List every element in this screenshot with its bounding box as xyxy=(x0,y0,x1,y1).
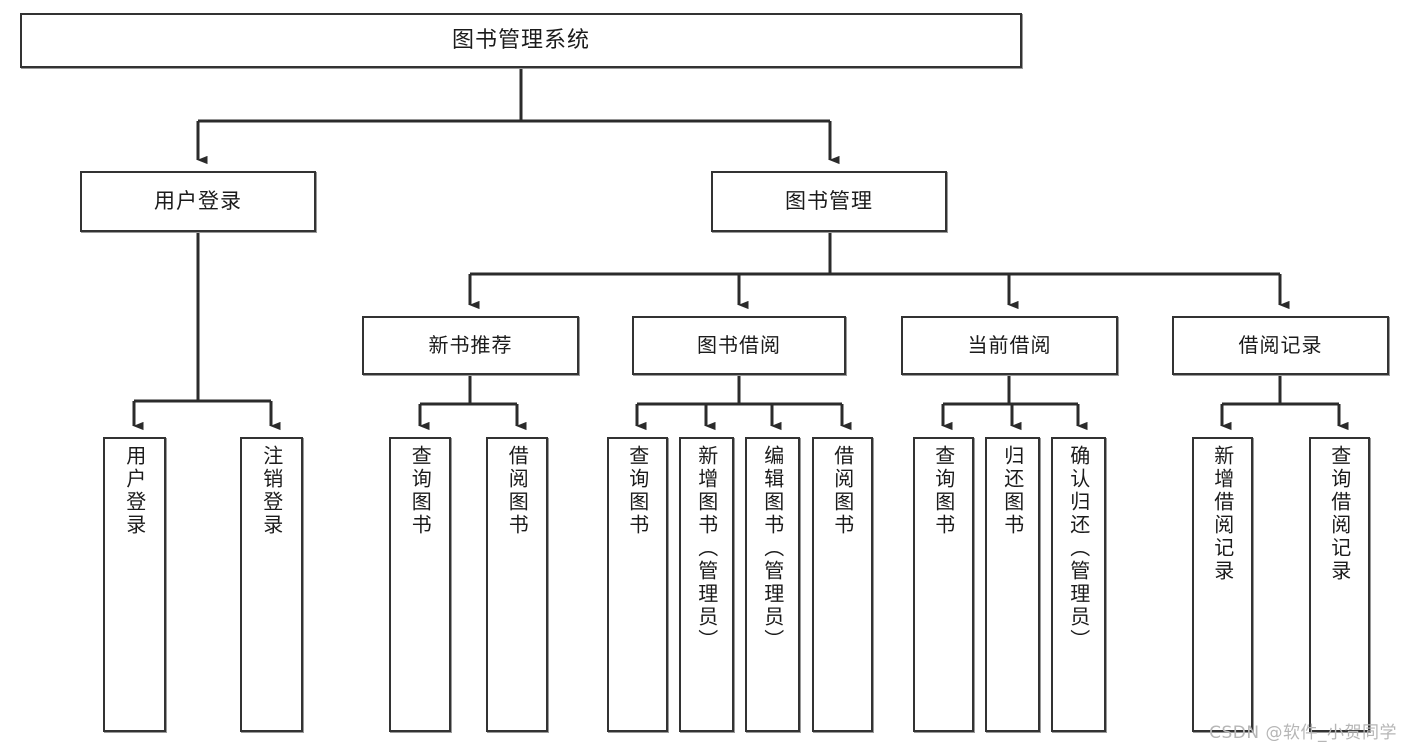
node-label: 用户登录 xyxy=(122,445,147,537)
node-book-borrow[interactable]: 图书借阅 xyxy=(632,316,846,375)
node-user-login[interactable]: 用户登录 xyxy=(80,171,316,232)
node-label: 图书管理系统 xyxy=(451,27,590,53)
node-leaf-return-book[interactable]: 归还图书 xyxy=(985,437,1040,732)
node-label: 当前借阅 xyxy=(967,333,1052,357)
node-leaf-query-book-3[interactable]: 查询图书 xyxy=(913,437,974,732)
node-label: 新增借阅记录 xyxy=(1210,445,1235,583)
node-label: 确认归还（管理员） xyxy=(1066,445,1091,652)
node-label: 注销登录 xyxy=(259,445,284,537)
node-leaf-confirm-return[interactable]: 确认归还（管理员） xyxy=(1051,437,1106,732)
node-label: 新书推荐 xyxy=(428,333,513,357)
node-leaf-query-record[interactable]: 查询借阅记录 xyxy=(1309,437,1370,732)
node-label: 借阅图书 xyxy=(505,445,530,537)
node-book-manage[interactable]: 图书管理 xyxy=(711,171,947,232)
node-label: 查询图书 xyxy=(625,445,650,537)
node-label: 归还图书 xyxy=(1000,445,1025,537)
node-label: 查询借阅记录 xyxy=(1327,445,1352,583)
node-label: 查询图书 xyxy=(931,445,956,537)
node-leaf-borrow-book-2[interactable]: 借阅图书 xyxy=(812,437,873,732)
node-leaf-add-book[interactable]: 新增图书（管理员） xyxy=(679,437,734,732)
node-leaf-user-login[interactable]: 用户登录 xyxy=(103,437,166,732)
node-label: 图书管理 xyxy=(785,189,873,214)
node-label: 图书借阅 xyxy=(697,333,781,357)
node-leaf-query-book-1[interactable]: 查询图书 xyxy=(389,437,451,732)
node-label: 编辑图书（管理员） xyxy=(760,445,785,652)
node-label: 借阅图书 xyxy=(830,445,855,537)
node-leaf-borrow-book-1[interactable]: 借阅图书 xyxy=(486,437,548,732)
node-label: 新增图书（管理员） xyxy=(694,445,719,652)
node-leaf-add-record[interactable]: 新增借阅记录 xyxy=(1192,437,1253,732)
node-current-borrow[interactable]: 当前借阅 xyxy=(901,316,1118,375)
node-label: 借阅记录 xyxy=(1238,333,1323,357)
node-leaf-edit-book[interactable]: 编辑图书（管理员） xyxy=(745,437,800,732)
node-root[interactable]: 图书管理系统 xyxy=(20,13,1022,68)
watermark: CSDN @软件_小贺同学 xyxy=(1209,723,1397,743)
node-borrow-record[interactable]: 借阅记录 xyxy=(1172,316,1389,375)
node-leaf-query-book-2[interactable]: 查询图书 xyxy=(607,437,668,732)
node-leaf-logout[interactable]: 注销登录 xyxy=(240,437,303,732)
node-label: 查询图书 xyxy=(408,445,433,537)
node-label: 用户登录 xyxy=(154,189,242,214)
node-new-book-rec[interactable]: 新书推荐 xyxy=(362,316,579,375)
